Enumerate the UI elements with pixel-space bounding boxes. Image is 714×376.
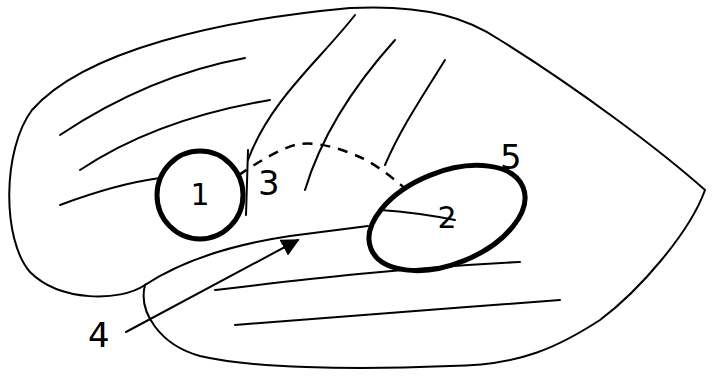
callout-number: 1: [190, 180, 209, 210]
temporal-sulcus: [235, 300, 560, 325]
leader-line: [126, 240, 298, 332]
sulcus: [246, 150, 248, 215]
brain-outline: [9, 7, 705, 367]
frontal-sulcus: [60, 178, 160, 205]
central-sulcus: [305, 40, 395, 190]
callout-number: 4: [88, 318, 110, 352]
callout-number: 3: [258, 166, 280, 200]
temporal-sulcus: [215, 262, 520, 290]
area-ellipse: [157, 151, 243, 239]
frontal-sulcus: [60, 58, 245, 135]
area-circle: 1: [146, 141, 254, 249]
central-sulcus: [248, 15, 355, 160]
parietal-sulcus: [385, 60, 445, 165]
callout-number: 5: [500, 140, 522, 174]
callout-number: 2: [437, 203, 456, 233]
